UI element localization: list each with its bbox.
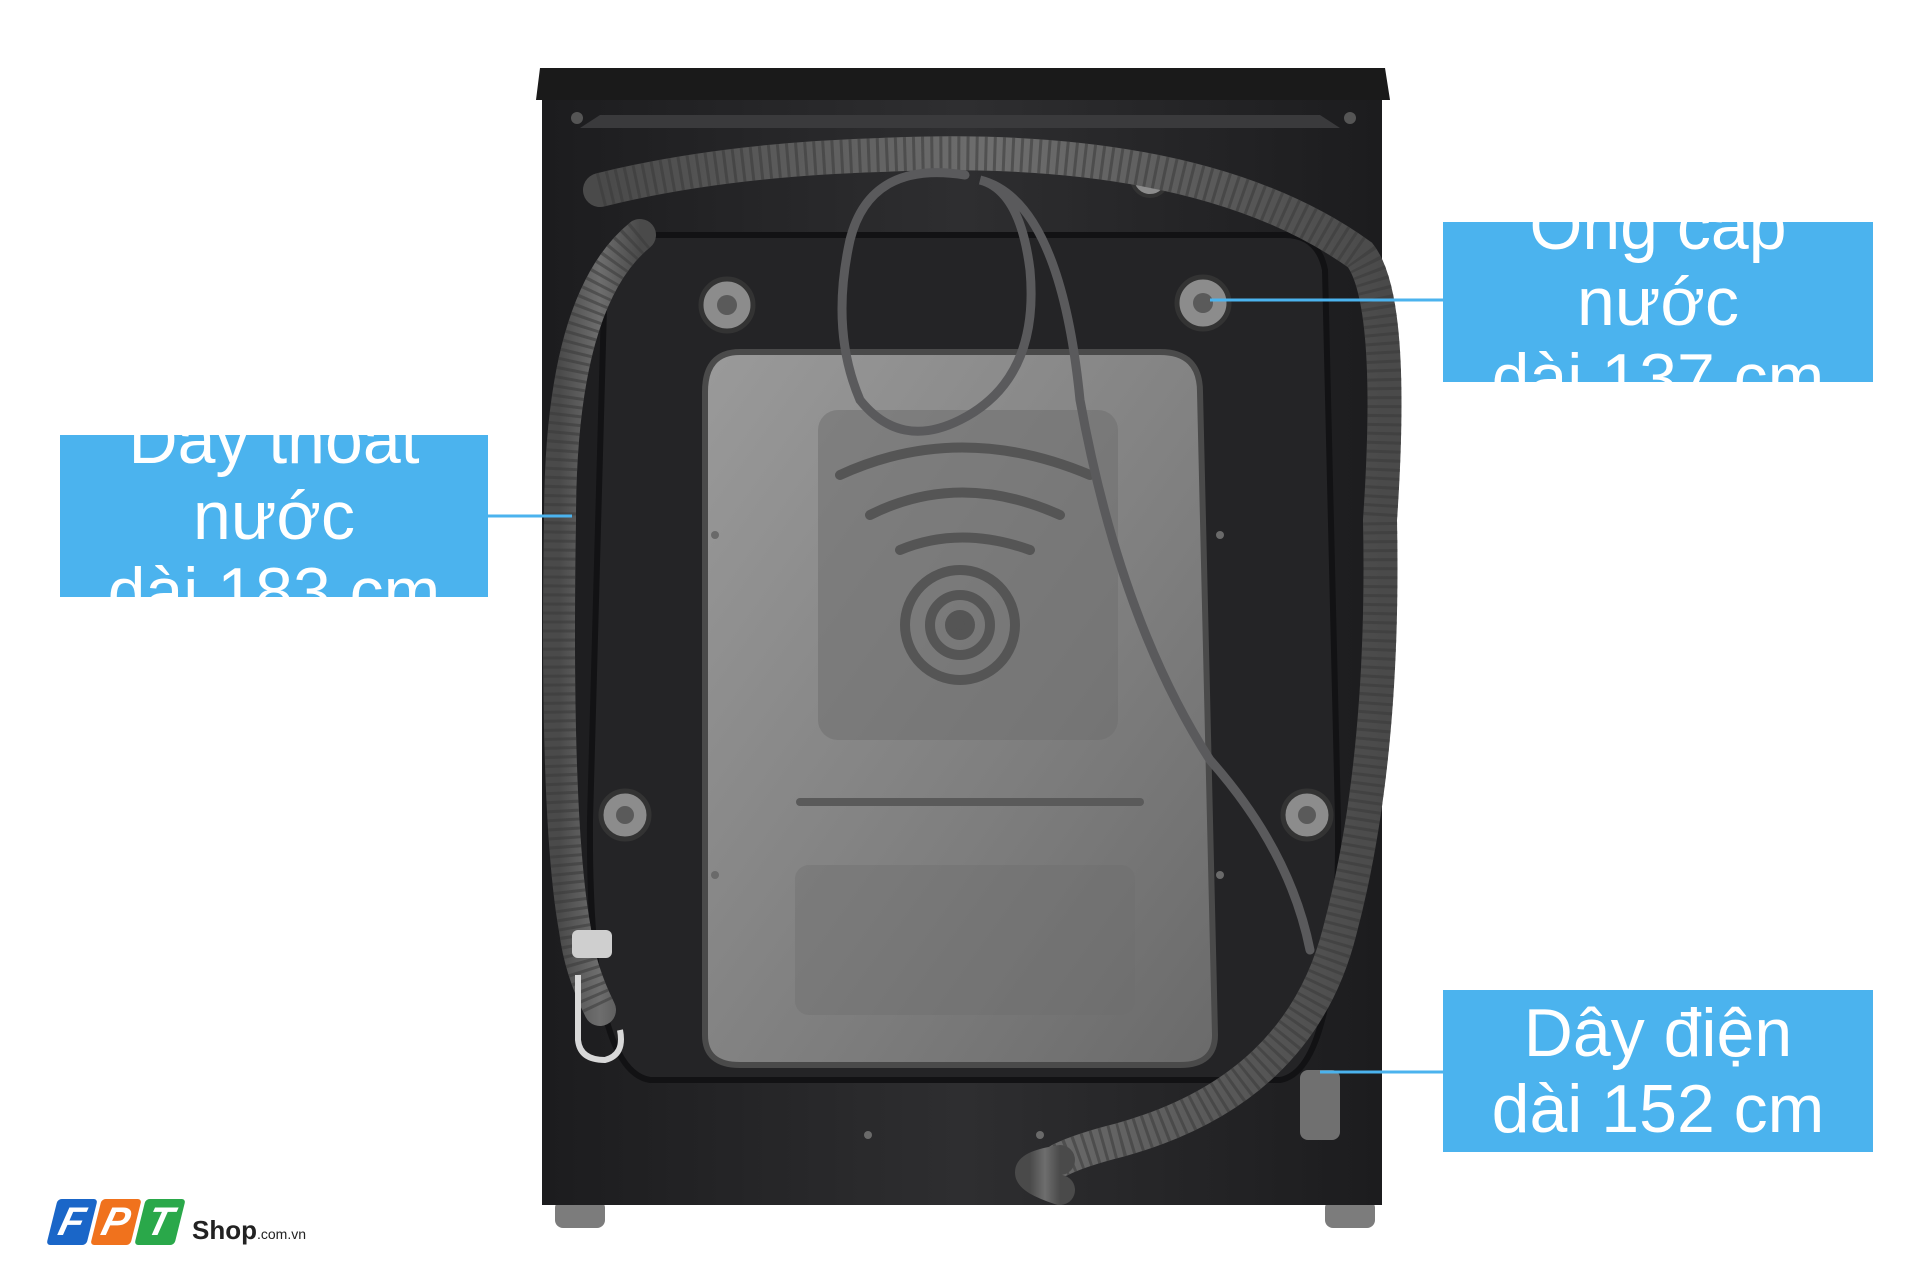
callout-water-supply-line1: Ống cấp nước bbox=[1529, 187, 1787, 340]
callout-water-supply: Ống cấp nước dài 137 cm bbox=[1443, 188, 1873, 416]
fpt-shop-logo: F P T Shop.com.vn bbox=[46, 1180, 352, 1250]
logo-letter-t: T bbox=[134, 1199, 186, 1245]
hose-end bbox=[1015, 1070, 1340, 1205]
screw-dots bbox=[711, 531, 1224, 1139]
hose-clip bbox=[572, 930, 624, 1064]
callout-water-supply-line2: dài 137 cm bbox=[1491, 340, 1825, 417]
wave-emblem bbox=[835, 442, 1095, 685]
logo-letter-f: F bbox=[46, 1199, 98, 1245]
callout-drain-hose: Dây thoát nước dài 183 cm bbox=[60, 402, 488, 630]
callout-power-cord: Dây điện dài 152 cm bbox=[1443, 990, 1873, 1152]
logo-letter-p: P bbox=[90, 1199, 142, 1245]
logo-domain: .com.vn bbox=[257, 1226, 307, 1242]
fpt-logo-mark: F P T bbox=[46, 1185, 186, 1245]
machine-top-lid bbox=[536, 68, 1390, 100]
logo-shop-text: Shop.com.vn bbox=[192, 1215, 306, 1250]
callout-drain-hose-line1: Dây thoát nước bbox=[128, 401, 420, 554]
top-rail bbox=[571, 112, 1356, 128]
machine-feet bbox=[555, 1200, 1375, 1228]
callout-power-cord-line1: Dây điện bbox=[1523, 994, 1793, 1071]
drain-hose bbox=[583, 136, 1402, 1177]
callout-power-cord-line2: dài 152 cm bbox=[1491, 1071, 1825, 1147]
callout-drain-hose-line2: dài 183 cm bbox=[107, 554, 441, 631]
transit-bolts bbox=[598, 158, 1334, 842]
logo-shop-word: Shop bbox=[192, 1215, 257, 1245]
water-supply-tube bbox=[837, 168, 1315, 955]
callout-leader-lines bbox=[488, 298, 1443, 1074]
